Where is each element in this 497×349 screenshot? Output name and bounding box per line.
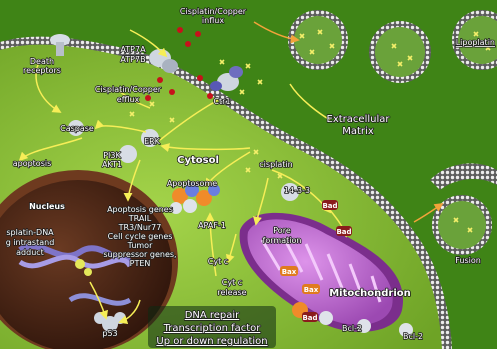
label-akt1: AKT1 (102, 160, 122, 169)
label-pore-2: formation (263, 236, 302, 245)
label-apoptosome: Apoptosome (167, 179, 217, 188)
label-atp7a: ATP7A (120, 45, 146, 54)
label-extracellular-1: Extracellular (327, 114, 391, 125)
label-cisplatin-dna-1: splatin-DNA (6, 228, 54, 237)
label-genes-2: TRAIL (128, 214, 152, 223)
label-genes-1: Apoptosis genes (107, 205, 173, 214)
label-bax-1: Bax (282, 268, 297, 276)
label-cyt-c: Cyt c (208, 257, 228, 266)
label-atp7b: ATP7B (120, 55, 145, 64)
label-cisplatin: cisplatin (259, 160, 292, 169)
label-genes-6: suppressor genes, (103, 250, 176, 259)
label-genes-5: Tumor (127, 241, 153, 250)
label-14-3-3: 14-3-3 (284, 186, 310, 195)
label-pi3k: PI3K (103, 151, 121, 160)
label-nucleus: Nucleus (29, 202, 65, 211)
link-dna-repair[interactable]: DNA repair (185, 310, 240, 321)
label-bad-1: Bad (322, 202, 337, 210)
label-cyt-c-release-1: Cyt c (222, 278, 242, 287)
label-cytosol: Cytosol (177, 155, 219, 166)
label-genes-3: TR3/Nur77 (118, 223, 162, 232)
label-bax-2: Bax (304, 286, 319, 294)
label-fusion: Fusion (455, 256, 481, 265)
label-pore-1: Pore (273, 226, 291, 235)
label-caspase: Caspase (60, 124, 94, 133)
label-death-receptors-2: receptors (23, 66, 61, 75)
label-bcl2-2: Bcl-2 (403, 332, 423, 341)
label-efflux-2: efflux (117, 95, 140, 104)
label-bcl2-1: Bcl-2 (342, 324, 362, 333)
repair-box: DNA repair Transcription factor Up or do… (148, 306, 276, 348)
label-erk: ERK (144, 137, 161, 146)
label-death-receptors-1: Death (30, 57, 54, 66)
label-extracellular-2: Matrix (342, 126, 374, 137)
label-bad-3: Bad (302, 314, 317, 322)
label-cisplatin-dna-3: adduct (16, 248, 44, 257)
label-genes-7: PTEN (130, 259, 151, 268)
link-regulation[interactable]: Up or down regulation (156, 336, 267, 347)
label-genes-4: Cell cycle genes (108, 232, 173, 241)
label-p53: p53 (102, 329, 117, 338)
label-bad-2: Bad (336, 228, 351, 236)
label-cisplatin-copper-influx-2: influx (202, 16, 224, 25)
link-transcription-factor[interactable]: Transcription factor (163, 323, 262, 334)
label-cisplatin-copper-influx-1: Cisplatin/Copper (180, 7, 247, 16)
label-mitochondrion: Mitochondrion (329, 288, 411, 299)
label-cisplatin-dna-2: g intrastand (6, 238, 55, 247)
label-apaf1: APAF-1 (198, 221, 226, 230)
label-apoptosis: apoptosis (13, 159, 52, 168)
link-lipoplatin[interactable]: Lipoplatin (456, 38, 495, 47)
label-ctr1: Ctr1 (213, 97, 230, 106)
label-efflux-1: Cisplatin/Copper (95, 85, 162, 94)
label-cyt-c-release-2: release (217, 288, 246, 297)
